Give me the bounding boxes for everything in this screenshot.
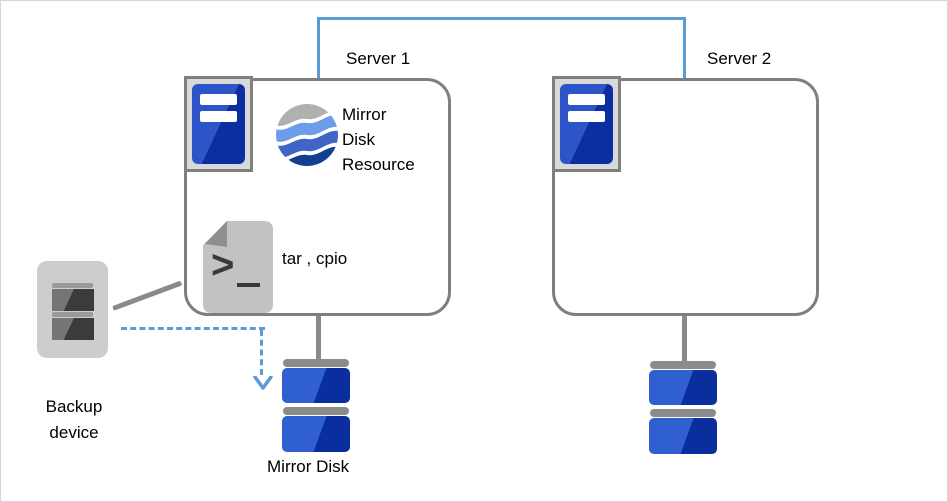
mirror-disk-resource-icon (276, 104, 338, 166)
server2-disk-connector (682, 314, 687, 363)
mirror-disk1-icon (282, 359, 350, 452)
prompt-glyph: > (211, 243, 234, 287)
backup-commands-label: tar , cpio (282, 249, 348, 268)
server2-label: Server 2 (707, 49, 772, 68)
mirror-disk-resource-label: Mirror Disk Resource (342, 105, 415, 174)
tape-slot (52, 318, 94, 340)
mirror-disk2-icon (649, 361, 717, 454)
server1-disk-connector (316, 315, 321, 361)
backup-to-server-connector (112, 280, 183, 311)
tape-slot (52, 289, 94, 311)
backup-device-icon (37, 261, 108, 358)
backup-device-label: Backup device (45, 397, 103, 442)
server1-label: Server 1 (346, 49, 411, 68)
dashed-arrow-horizontal (121, 327, 265, 330)
server-tower-icon (192, 84, 245, 164)
shell-script-icon: > (203, 221, 273, 313)
interconnect-line (317, 17, 686, 78)
server1-icon (184, 76, 253, 172)
arrow-down-icon (253, 376, 273, 390)
mirror-disk-label: Mirror Disk (267, 457, 350, 476)
server2-icon (552, 76, 621, 172)
dashed-arrow-vertical (260, 330, 263, 375)
server-tower-icon (560, 84, 613, 164)
